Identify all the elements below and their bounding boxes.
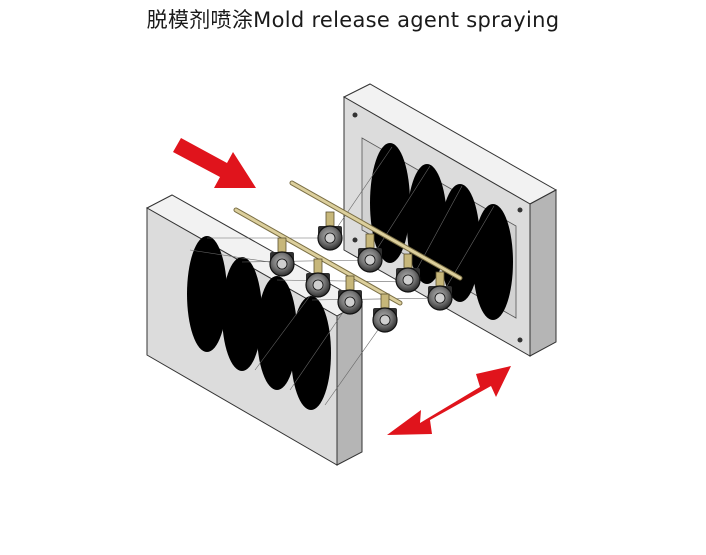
spray-lines — [189, 146, 495, 406]
double-arrow-icon — [387, 366, 511, 435]
left-mold — [145, 194, 364, 466]
supply-pipes — [233, 180, 463, 306]
direction-arrow-icon — [173, 138, 256, 188]
left-mold-cavities — [187, 236, 331, 410]
diagram-caption: 脱模剂喷涂Mold release agent spraying — [146, 8, 560, 32]
spray-gun-icon — [269, 211, 453, 333]
